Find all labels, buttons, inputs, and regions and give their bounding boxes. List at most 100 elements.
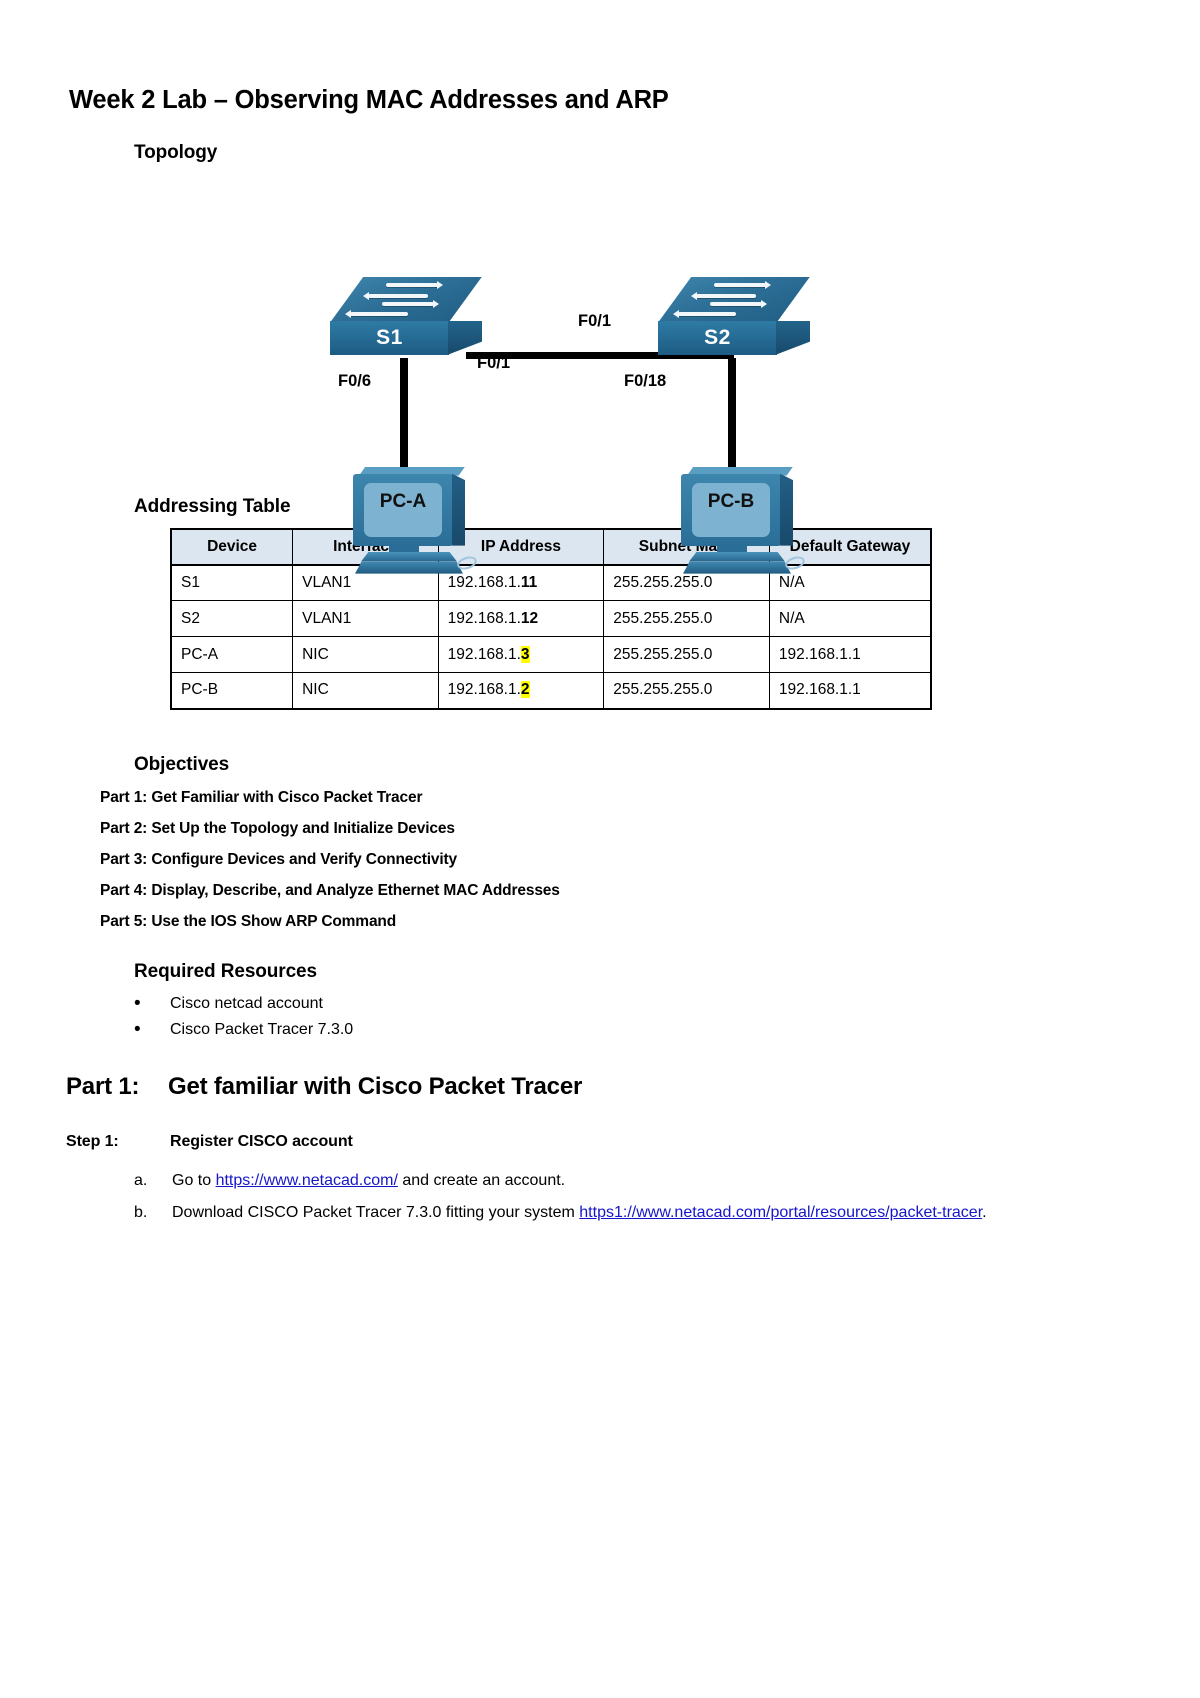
table-header-row: Device Interface IP Address Subnet Mask … [170, 528, 932, 566]
monitor-base-lower [355, 561, 463, 574]
switch-front-face [330, 320, 449, 355]
switch-side-face [776, 320, 810, 355]
required-resources-heading: Required Resources [134, 960, 317, 982]
host-pc-b: PC-B [681, 466, 807, 579]
item-marker: b. [134, 1203, 148, 1221]
ip-prefix: 192.168.1. [447, 681, 521, 699]
cell-default-gateway: 192.168.1.1 [768, 672, 932, 710]
addressing-table-body: S1 VLAN1 192.168.1.11 255.255.255.0 N/A … [170, 564, 932, 710]
part1-step1-items: a. Go to https://www.netacad.com/ and cre… [62, 1169, 1138, 1224]
objectives-heading: Objectives [134, 753, 230, 775]
topology-heading: Topology [134, 141, 218, 163]
table-row: PC-B NIC 192.168.1.2 255.255.255.0 192.1… [170, 672, 932, 710]
cell-ip-address: 192.168.1.12 [437, 600, 605, 638]
step1-title: Register CISCO account [170, 1132, 353, 1150]
objective-part-1: Part 1: Get Familiar with Cisco Packet T… [100, 788, 423, 806]
switch-front-face [658, 320, 777, 355]
host-pc-a-label: PC-A [379, 490, 427, 512]
cell-ip-address: 192.168.1.11 [437, 564, 605, 602]
col-device: Device [170, 528, 294, 566]
cell-default-gateway: 192.168.1.1 [768, 636, 932, 674]
objective-part-4: Part 4: Display, Describe, and Analyze E… [100, 881, 560, 899]
host-pc-b-label: PC-B [707, 490, 755, 512]
ip-prefix: 192.168.1. [447, 573, 521, 591]
part1-number: Part 1: [66, 1072, 140, 1100]
list-item: b. Download CISCO Packet Tracer 7.3.0 fit… [134, 1201, 1138, 1224]
ip-last-octet-highlighted: 2 [520, 681, 530, 699]
switch-top-face [658, 276, 810, 323]
ip-last-octet-highlighted: 3 [520, 645, 530, 663]
col-ip-address: IP Address [437, 528, 605, 566]
netacad-link[interactable]: https://www.netacad.com/ [215, 1171, 398, 1189]
table-row: S2 VLAN1 192.168.1.12 255.255.255.0 N/A [170, 600, 932, 638]
switch-s2: S2 [658, 276, 810, 359]
cell-interface: NIC [292, 672, 439, 710]
item-text-after: and create an account. [397, 1171, 566, 1189]
list-item: Cisco netcad account [134, 993, 1138, 1016]
objective-part-3: Part 3: Configure Devices and Verify Con… [100, 850, 458, 868]
objective-part-5: Part 5: Use the IOS Show ARP Command [100, 912, 397, 930]
col-default-gateway: Default Gateway [768, 528, 932, 566]
switch-s1: S1 [330, 276, 482, 359]
monitor-base-lower [683, 561, 791, 574]
link-s1-s2 [466, 351, 734, 359]
cell-ip-address: 192.168.1.2 [437, 672, 605, 710]
addressing-table: Device Interface IP Address Subnet Mask … [170, 527, 932, 710]
ip-prefix: 192.168.1. [447, 645, 521, 663]
cell-default-gateway: N/A [768, 600, 932, 638]
iface-label-s2-f018: F0/18 [624, 371, 667, 390]
item-text-before: Go to [172, 1171, 216, 1189]
ip-prefix: 192.168.1. [447, 609, 521, 627]
document-page: Week 2 Lab – Observing MAC Addresses and… [0, 0, 1200, 1224]
required-resources-list: Cisco netcad account Cisco Packet Tracer… [62, 993, 1138, 1042]
item-marker: a. [134, 1171, 148, 1189]
cell-device: S2 [170, 600, 294, 638]
iface-label-s1-f06: F0/6 [338, 371, 372, 390]
list-item: Cisco Packet Tracer 7.3.0 [134, 1019, 1138, 1042]
iface-label-s2-f01: F0/1 [578, 311, 612, 330]
cell-subnet-mask: 255.255.255.0 [603, 636, 770, 674]
cell-subnet-mask: 255.255.255.0 [603, 672, 770, 710]
cell-device: PC-B [170, 672, 294, 710]
cell-ip-address: 192.168.1.3 [437, 636, 605, 674]
table-row: PC-A NIC 192.168.1.3 255.255.255.0 192.1… [170, 636, 932, 674]
cell-interface: NIC [292, 636, 439, 674]
monitor-screen [692, 482, 770, 537]
cell-device: PC-A [170, 636, 294, 674]
monitor-neck [717, 544, 747, 554]
topology-diagram: S1 S2 PC-A [62, 172, 1138, 574]
switch-s2-label: S2 [704, 325, 731, 349]
switch-side-face [448, 320, 482, 355]
list-item: a. Go to https://www.netacad.com/ and cre… [134, 1169, 1138, 1192]
item-text-before: Download CISCO Packet Tracer 7.3.0 fitti… [172, 1203, 580, 1221]
ip-last-octet: 12 [520, 609, 539, 627]
host-pc-a: PC-A [353, 466, 479, 579]
monitor-side [452, 473, 465, 546]
monitor-base-upper [689, 551, 785, 562]
switch-s1-label: S1 [376, 325, 403, 349]
monitor-side [780, 473, 793, 546]
packet-tracer-download-link[interactable]: https1://www.netacad.com/portal/resource… [579, 1203, 983, 1221]
step1-number: Step 1: [66, 1132, 119, 1150]
cell-device: S1 [170, 564, 294, 602]
switch-top-face [330, 276, 482, 323]
monitor-neck [389, 544, 419, 554]
cell-subnet-mask: 255.255.255.0 [603, 600, 770, 638]
table-row: S1 VLAN1 192.168.1.11 255.255.255.0 N/A [170, 564, 932, 602]
item-text-after: . [982, 1203, 987, 1221]
monitor-top [687, 466, 793, 476]
monitor-base-upper [361, 551, 457, 562]
ip-last-octet: 11 [520, 573, 538, 591]
page-title: Week 2 Lab – Observing MAC Addresses and… [69, 86, 669, 114]
monitor-top [359, 466, 465, 476]
addressing-table-heading: Addressing Table [134, 495, 291, 517]
objective-part-2: Part 2: Set Up the Topology and Initiali… [100, 819, 455, 837]
part1-title: Get familiar with Cisco Packet Tracer [168, 1072, 583, 1100]
monitor-screen [364, 482, 442, 537]
part1-heading: Part 1: Get familiar with Cisco Packet Tr… [66, 1073, 1138, 1101]
cell-interface: VLAN1 [292, 600, 439, 638]
link-s2-pcb [728, 357, 736, 472]
cell-default-gateway: N/A [768, 564, 932, 602]
part1-step1-heading: Step 1: Register CISCO account [66, 1133, 1138, 1151]
link-s1-pca [400, 357, 408, 472]
